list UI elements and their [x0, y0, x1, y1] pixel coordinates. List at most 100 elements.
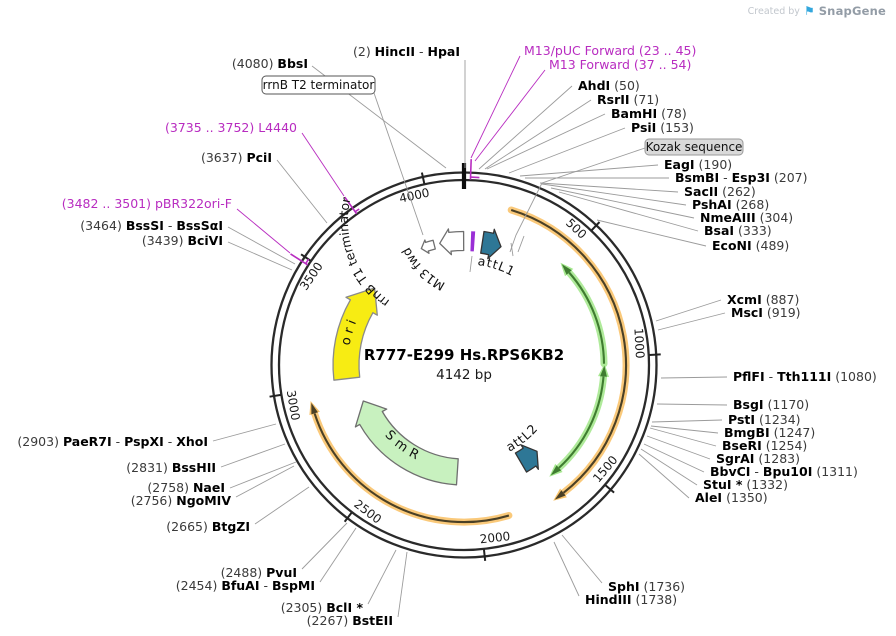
attl1-stub: [510, 242, 514, 257]
flag-icon: ⚑: [803, 4, 815, 18]
primer-label-M13-pUC-Forward[interactable]: M13/pUC Forward (23 .. 45): [524, 43, 696, 58]
leader-line: [212, 423, 277, 442]
enzyme-label-HincIIHpaI[interactable]: (2) HincII - HpaI: [353, 44, 460, 59]
enzyme-label-BsgI[interactable]: BsgI (1170): [733, 397, 809, 412]
attL1-label: attL1: [477, 253, 518, 279]
enzyme-label-BssSIBssSI[interactable]: (3464) BssSI - BssSαI: [80, 218, 223, 233]
enzyme-label-NgoMIV[interactable]: (2756) NgoMIV: [131, 493, 232, 508]
enzyme-label-BamHI[interactable]: BamHI (78): [611, 106, 687, 121]
enzyme-label-PvuI[interactable]: (2488) PvuI: [221, 565, 297, 580]
leader-line: [651, 419, 723, 423]
plasmid-title: R777-E299 Hs.RPS6KB2: [363, 346, 565, 364]
primer-span-arc: [305, 258, 310, 265]
leader-line: [254, 486, 310, 525]
arc-core: [558, 376, 605, 469]
leader-line: [596, 219, 707, 247]
boxed-label-Kozak-sequence[interactable]: Kozak sequence: [644, 138, 744, 156]
feature-rrnB-T1-terminator[interactable]: [439, 228, 465, 256]
leader-line: [640, 448, 698, 486]
pbr322ori-f-mark[interactable]: [290, 253, 310, 266]
arc-arrowhead: [554, 490, 566, 500]
cds-arc-2[interactable]: [549, 363, 609, 477]
enzyme-label-BsaI[interactable]: BsaI (333): [704, 223, 772, 238]
m13-fwd-stub: [469, 255, 473, 273]
enzyme-label-BssHII[interactable]: (2831) BssHII: [126, 460, 216, 475]
leader-line: [319, 527, 357, 583]
enzyme-label-HindIII[interactable]: HindIII (1738): [585, 592, 677, 607]
boxed-label-leader: [373, 92, 424, 236]
watermark-brand: SnapGene: [818, 4, 886, 18]
enzyme-label-NaeI[interactable]: (2758) NaeI: [147, 480, 225, 495]
enzyme-label-PaeR7IPspXIXhoI[interactable]: (2903) PaeR7I - PspXI - XhoI: [17, 434, 208, 449]
enzyme-label-NmeAIII[interactable]: NmeAIII (304): [700, 210, 793, 225]
enzyme-label-AleI[interactable]: AleI (1350): [695, 490, 768, 505]
enzyme-label-SacII[interactable]: SacII (262): [684, 184, 756, 199]
leader-line: [235, 465, 295, 498]
enzyme-label-BbvCIBpu10I[interactable]: BbvCI - Bpu10I (1311): [710, 464, 858, 479]
tick-mark: [269, 393, 282, 398]
leader-line: [541, 183, 687, 206]
insert-gene-arc[interactable]: [507, 206, 630, 501]
primer-label-pBR322ori-F[interactable]: (3482 .. 3501) pBR322ori-F: [62, 196, 232, 211]
arc-arrowhead: [550, 465, 562, 476]
primer-span-arc: [470, 176, 480, 179]
enzyme-label-BbsI[interactable]: (4080) BbsI: [232, 56, 308, 71]
enzyme-label-StuI[interactable]: StuI * (1332): [703, 477, 788, 492]
enzyme-label-PshAI[interactable]: PshAI (268): [692, 197, 769, 212]
enzyme-label-PciI[interactable]: (3637) PciI: [201, 150, 272, 165]
primer-label-L4440[interactable]: (3735 .. 3752) L4440: [165, 120, 297, 135]
feature-attL2[interactable]: [514, 444, 539, 473]
enzyme-label-SphI[interactable]: SphI (1736): [608, 579, 685, 594]
enzyme-label-BseRI[interactable]: BseRI (1254): [722, 438, 807, 453]
arc-arrowhead: [561, 264, 572, 275]
arc-arrowhead: [311, 402, 318, 415]
l4440-mark[interactable]: [344, 196, 360, 215]
leader-line: [229, 461, 297, 489]
enzyme-label-BfuAIBspMI[interactable]: (2454) BfuAI - BspMI: [176, 578, 315, 593]
feature-SmR[interactable]: [354, 400, 459, 486]
tick-label: 4000: [398, 186, 431, 206]
tick-mark: [343, 511, 353, 523]
enzyme-label-EcoNI[interactable]: EcoNI (489): [712, 238, 789, 253]
enzyme-label-RsrII[interactable]: RsrII (71): [597, 92, 659, 107]
enzyme-label-BmgBI[interactable]: BmgBI (1247): [724, 425, 815, 440]
leader-line: [550, 187, 695, 219]
enzyme-label-PflFITth111I[interactable]: PflFI - Tth111I (1080): [733, 369, 877, 384]
boxed-label-rrnB-T2-terminator[interactable]: rrnB T2 terminator: [261, 75, 376, 95]
kozak-extra-slash: [517, 235, 525, 253]
enzyme-label-AhdI[interactable]: AhdI (50): [578, 78, 640, 93]
smr-gene-arc[interactable]: [309, 401, 513, 526]
enzyme-label-PsiI[interactable]: PsiI (153): [631, 120, 694, 135]
leader-line: [227, 241, 293, 271]
enzyme-label-BtgZI[interactable]: (2665) BtgZI: [166, 519, 250, 534]
enzyme-label-XcmI[interactable]: XcmI (887): [727, 292, 799, 307]
enzyme-label-BclI[interactable]: (2305) BclI *: [281, 600, 364, 615]
enzyme-label-PstI[interactable]: PstI (1234): [728, 412, 801, 427]
m13-puc-forward-mark[interactable]: [469, 159, 480, 180]
leader-line: [561, 534, 603, 584]
leader-line: [478, 85, 573, 170]
enzyme-label-BstEII[interactable]: (2267) BstEII: [307, 613, 393, 628]
enzyme-label-EagI[interactable]: EagI (190): [664, 157, 732, 172]
tick-label: 3000: [284, 389, 303, 421]
arc-core: [510, 208, 628, 494]
leader-line: [638, 453, 690, 499]
tick-mark: [482, 549, 487, 561]
leader-line: [367, 549, 397, 605]
primer-label-M13-Forward[interactable]: M13 Forward (37 .. 54): [549, 57, 691, 72]
leader-line: [301, 522, 348, 570]
feature-ori[interactable]: [332, 287, 378, 381]
feature-attL1[interactable]: [480, 228, 502, 260]
label-box-text: rrnB T2 terminator: [263, 78, 375, 92]
leader-line: [650, 425, 719, 434]
enzyme-label-MscI[interactable]: MscI (919): [731, 305, 801, 320]
enzyme-label-BsmBIEsp3I[interactable]: BsmBI - Esp3I (207): [675, 170, 808, 185]
feature-rrnB-T2-terminator[interactable]: [420, 239, 436, 254]
m13-fwd-label: M13 fwd: [398, 245, 447, 294]
cds-arc-1[interactable]: [560, 262, 608, 368]
enzyme-label-SgrAI[interactable]: SgrAI (1283): [716, 451, 800, 466]
enzyme-label-BciVI[interactable]: (3439) BciVI: [142, 233, 223, 248]
rrnB-T1-terminator-label: rrnB T1 terminator: [336, 195, 392, 311]
leader-line: [657, 312, 726, 331]
